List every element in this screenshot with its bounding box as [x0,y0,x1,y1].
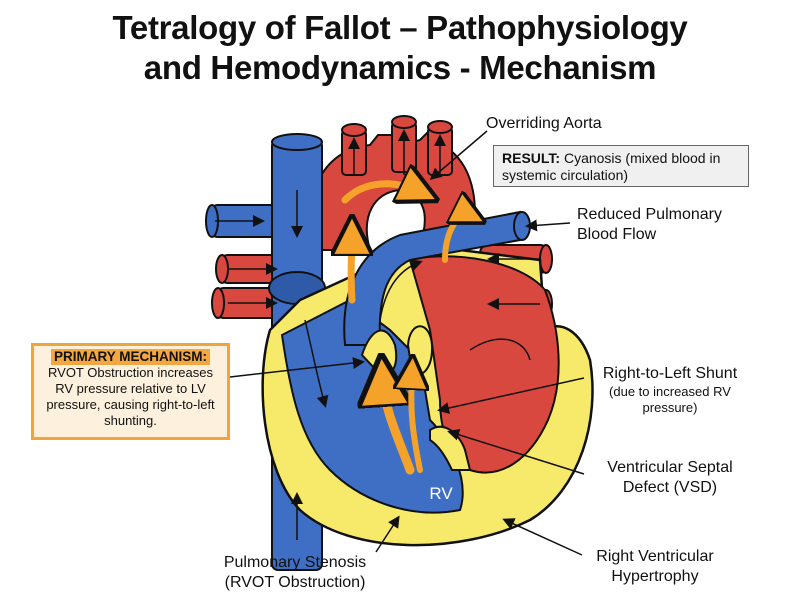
rv-label: RV [429,484,453,503]
blue-flow-arrows [215,190,423,540]
result-text: Cyanosis (mixed blood in systemic circul… [502,150,721,183]
shunt-arrows [345,184,470,475]
label-vsd: Ventricular Septal Defect (VSD) [607,459,733,496]
primary-mechanism-box: PRIMARY MECHANISM: RVOT Obstruction incr… [31,343,230,440]
label-reduced-pulmonary-flow: Reduced Pulmonary Blood Flow [577,206,722,243]
result-box: RESULT: Cyanosis (mixed blood in systemi… [493,145,749,187]
label-rv-hypertrophy: Right Ventricular Hypertrophy [596,548,714,585]
result-heading: RESULT: [502,150,561,166]
shunt-subtext-2: pressure) [642,400,698,415]
page-title-line-2: and Hemodynamics - Mechanism [143,49,657,86]
primary-mechanism-heading: PRIMARY MECHANISM: [50,349,210,365]
shunt-subtext-1: (due to increased RV [609,384,731,399]
page-title-line-1: Tetralogy of Fallot – Pathophysiology [112,9,688,46]
label-pulmonary-stenosis: Pulmonary Stenosis (RVOT Obstruction) [223,554,367,591]
label-right-to-left-shunt: Right-to-Left Shunt (due to increased RV… [580,364,760,416]
callout-lines [229,130,585,556]
primary-mechanism-text: RVOT Obstruction increases RV pressure r… [46,365,215,428]
label-overriding-aorta: Overriding Aorta [486,115,602,132]
